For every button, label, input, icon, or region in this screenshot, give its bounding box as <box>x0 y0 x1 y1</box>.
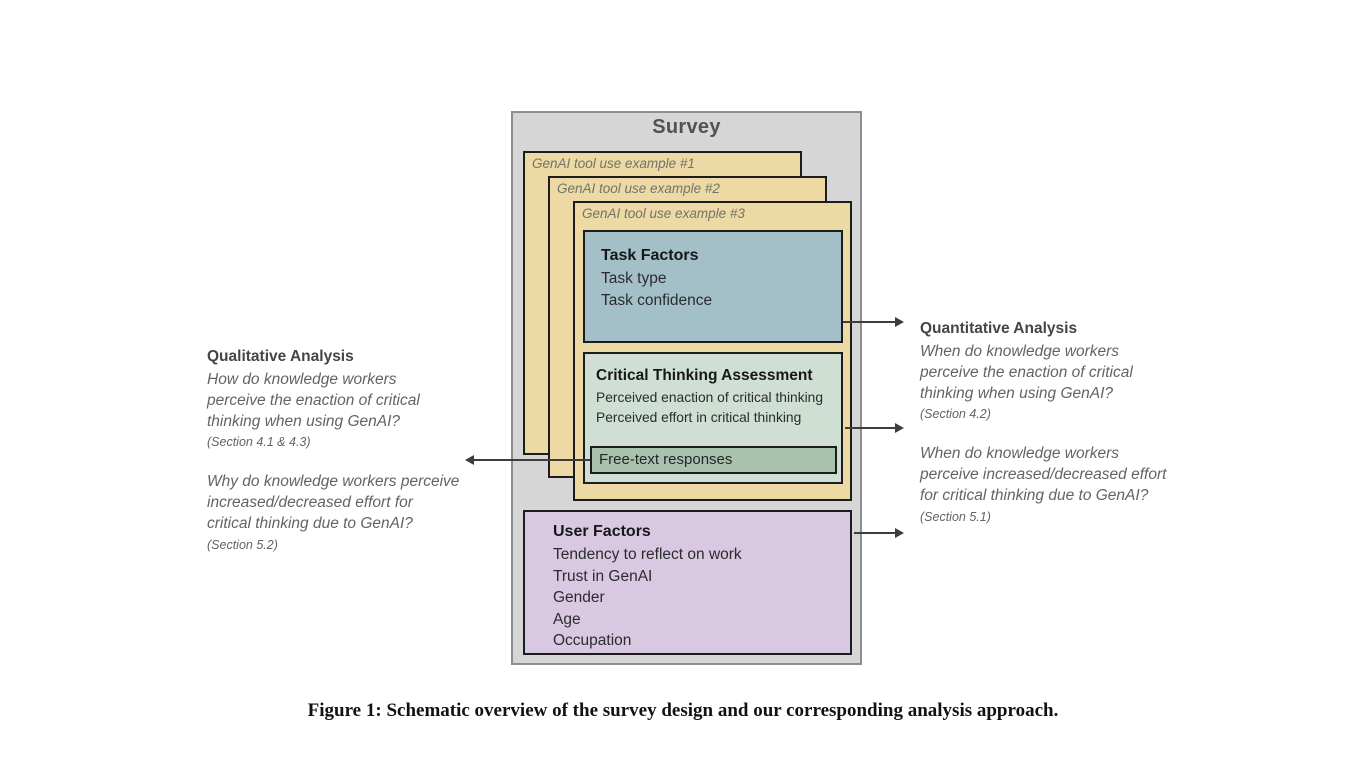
paragraph-gap <box>920 423 1220 444</box>
quantitative-q2-line: perceive increased/decreased effort <box>920 466 1167 484</box>
quantitative-analysis-block: Quantitative Analysis When do knowledge … <box>920 320 1220 526</box>
quantitative-q2-section: (Section 5.1) <box>920 509 991 524</box>
critical-thinking-title: Critical Thinking Assessment <box>596 367 813 384</box>
quantitative-analysis-title: Quantitative Analysis <box>920 320 1078 337</box>
paragraph-gap <box>207 451 507 472</box>
task-factors-item: Task confidence <box>601 291 713 309</box>
arrow-assessment-to-quantitative <box>845 427 896 429</box>
free-text-responses-box: Free-text responses <box>590 446 837 474</box>
qualitative-q2-line: Why do knowledge workers perceive <box>207 473 460 491</box>
genai-example-label-3: GenAI tool use example #3 <box>582 206 745 221</box>
qualitative-q2-section: (Section 5.2) <box>207 537 278 552</box>
quantitative-q2-line: for critical thinking due to GenAI? <box>920 486 1149 504</box>
arrow-left-icon <box>465 455 474 465</box>
critical-thinking-item: Perceived enaction of critical thinking <box>596 390 824 405</box>
user-factors-item: Trust in GenAI <box>553 567 653 585</box>
quantitative-q1-line: When do knowledge workers <box>920 343 1120 360</box>
quantitative-q1-line: perceive the enaction of critical <box>920 363 1133 381</box>
arrow-right-icon <box>895 528 904 538</box>
qualitative-q2-line: increased/decreased effort for <box>207 494 413 512</box>
task-factors-item: Task type <box>601 270 667 287</box>
qualitative-q1-line: thinking when using GenAI? <box>207 412 401 430</box>
qualitative-q1-line: How do knowledge workers <box>207 371 397 388</box>
task-factors-box: Task Factors Task type Task confidence <box>583 230 843 343</box>
quantitative-q1-line: thinking when using GenAI? <box>920 384 1114 402</box>
arrow-userfactors-to-quantitative <box>854 532 896 534</box>
quantitative-q2-line: When do knowledge workers <box>920 445 1120 463</box>
genai-example-label-2: GenAI tool use example #2 <box>557 181 720 196</box>
arrow-freetext-to-qualitative <box>474 459 590 461</box>
arrow-right-icon <box>895 317 904 327</box>
user-factors-item: Age <box>553 610 581 628</box>
free-text-responses-label: Free-text responses <box>599 451 733 468</box>
user-factors-item: Occupation <box>553 632 632 649</box>
critical-thinking-item: Perceived effort in critical thinking <box>596 410 802 425</box>
qualitative-q1-section: (Section 4.1 & 4.3) <box>207 435 311 450</box>
user-factors-box: User Factors Tendency to reflect on work… <box>523 510 852 655</box>
survey-title: Survey <box>652 116 721 138</box>
user-factors-item: Tendency to reflect on work <box>553 546 742 563</box>
qualitative-q1-line: perceive the enaction of critical <box>207 391 420 409</box>
task-factors-title: Task Factors <box>601 247 699 264</box>
user-factors-item: Gender <box>553 589 605 606</box>
genai-example-label-1: GenAI tool use example #1 <box>532 156 695 171</box>
figure-caption: Figure 1: Schematic overview of the surv… <box>307 700 1059 721</box>
qualitative-q2-line: critical thinking due to GenAI? <box>207 514 413 532</box>
user-factors-title: User Factors <box>553 523 651 540</box>
quantitative-q1-section: (Section 4.2) <box>920 407 991 422</box>
arrow-right-icon <box>895 423 904 433</box>
qualitative-analysis-title: Qualitative Analysis <box>207 348 354 365</box>
qualitative-analysis-block: Qualitative Analysis How do knowledge wo… <box>207 348 507 554</box>
arrow-task-to-quantitative <box>843 321 896 323</box>
